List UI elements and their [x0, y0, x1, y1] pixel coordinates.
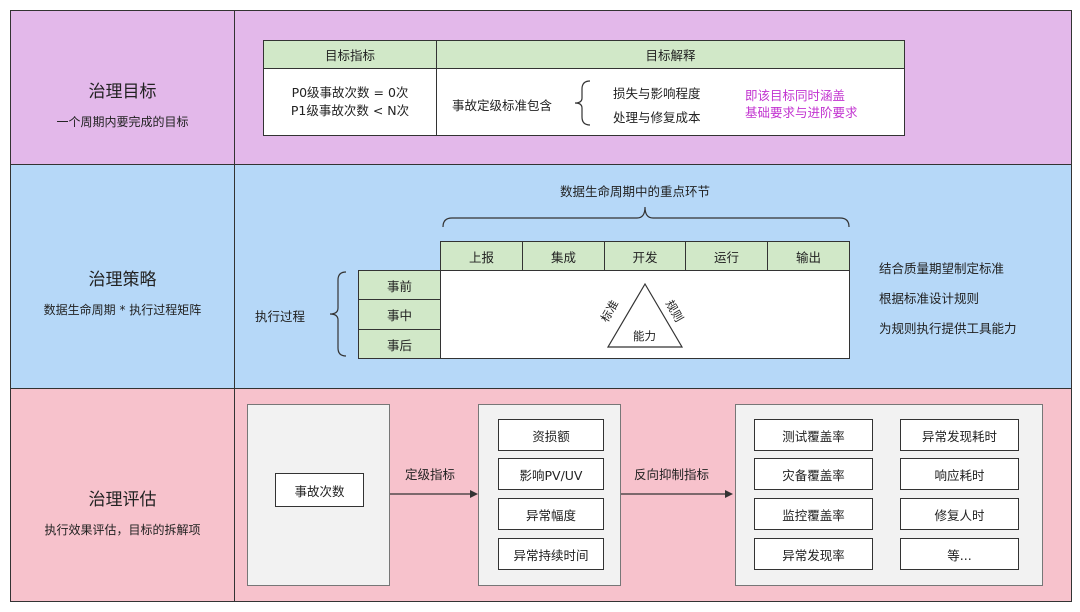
stage-run: 运行: [685, 241, 768, 271]
arrow2-label: 反向抑制指标: [634, 467, 710, 482]
stage-output: 输出: [767, 241, 850, 271]
grading-item-duration-text: 异常持续时间: [513, 547, 589, 563]
phase-after: 事后: [358, 329, 441, 359]
goal-table-metric-cell: P0级事故次数 = 0次 P1级事故次数 < N次: [263, 68, 437, 136]
metric-repair-manhours-text: 修复人时: [934, 507, 985, 523]
stage-integrate: 集成: [522, 241, 605, 271]
metric-response-time-text: 响应耗时: [934, 467, 985, 483]
accident-count-box: 事故次数: [275, 473, 364, 507]
triangle-capability: 能力: [633, 329, 656, 343]
grading-item-duration: 异常持续时间: [498, 538, 604, 570]
phase-during: 事中: [358, 299, 441, 330]
exec-process-label: 执行过程: [255, 309, 306, 324]
evaluation-subtitle: 执行效果评估，目标的拆解项: [44, 523, 201, 537]
goal-table-header-left: 目标指标: [263, 40, 437, 69]
metric-repair-manhours: 修复人时: [900, 498, 1019, 530]
evaluation-label-cell: [11, 389, 235, 601]
arrow2: [621, 490, 733, 498]
stage-run-text: 运行: [713, 249, 739, 265]
goal-includes-label: 事故定级标准包含: [452, 98, 553, 113]
goal-brace: [574, 80, 591, 126]
goal-metric-p0: P0级事故次数 = 0次: [291, 85, 409, 100]
standard-rule-capability-triangle: [606, 282, 684, 348]
phase-during-text: 事中: [386, 308, 412, 323]
grading-item-amplitude: 异常幅度: [498, 498, 604, 530]
arrow1: [390, 490, 478, 498]
stage-develop: 开发: [604, 241, 686, 271]
grading-item-pvuv-text: 影响PV/UV: [519, 467, 583, 483]
goal-table-header-right: 目标解释: [436, 40, 905, 69]
metric-backup-coverage-text: 灾备覆盖率: [782, 467, 845, 483]
lifecycle-label: 数据生命周期中的重点环节: [560, 184, 711, 199]
stage-output-text: 输出: [795, 249, 821, 265]
goal-table-header-left-text: 目标指标: [324, 48, 375, 63]
phase-before-text: 事前: [386, 278, 412, 294]
metric-detection-time: 异常发现耗时: [900, 419, 1019, 451]
evaluation-title: 治理评估: [88, 490, 157, 510]
metric-test-coverage-text: 测试覆盖率: [782, 428, 845, 444]
goal-title: 治理目标: [88, 82, 157, 102]
metric-backup-coverage: 灾备覆盖率: [754, 458, 873, 490]
goal-table-header-right-text: 目标解释: [645, 48, 696, 63]
strategy-title: 治理策略: [88, 270, 157, 290]
metric-test-coverage: 测试覆盖率: [754, 419, 873, 451]
strategy-note-2: 根据标准设计规则: [879, 291, 980, 306]
arrow1-label: 定级指标: [405, 467, 456, 482]
lifecycle-brace: [442, 206, 850, 228]
strategy-note-1: 结合质量期望制定标准: [879, 261, 1005, 276]
goal-note-line1: 即该目标同时涵盖: [745, 88, 846, 103]
strategy-note-3: 为规则执行提供工具能力: [879, 321, 1017, 336]
metric-monitor-coverage-text: 监控覆盖率: [782, 507, 845, 523]
goal-item-loss: 损失与影响程度: [613, 86, 701, 101]
strategy-subtitle: 数据生命周期 * 执行过程矩阵: [43, 303, 202, 317]
grading-item-amplitude-text: 异常幅度: [525, 507, 576, 523]
metric-etc-text: 等...: [947, 547, 972, 563]
exec-brace: [329, 271, 347, 357]
metric-monitor-coverage: 监控覆盖率: [754, 498, 873, 530]
stage-develop-text: 开发: [632, 249, 658, 265]
goal-subtitle: 一个周期内要完成的目标: [56, 115, 189, 129]
goal-table-explain-cell: [436, 68, 905, 136]
grading-item-loss-text: 资损额: [532, 428, 570, 444]
stage-report-text: 上报: [468, 249, 494, 265]
metric-detection-rate: 异常发现率: [754, 538, 873, 570]
phase-after-text: 事后: [386, 337, 412, 353]
metric-detection-time-text: 异常发现耗时: [921, 428, 997, 444]
grading-item-loss: 资损额: [498, 419, 604, 451]
metric-detection-rate-text: 异常发现率: [782, 547, 845, 563]
stage-integrate-text: 集成: [550, 249, 576, 265]
accident-count-text: 事故次数: [294, 483, 345, 499]
goal-note-line2: 基础要求与进阶要求: [745, 105, 858, 120]
strategy-label-cell: [11, 165, 235, 388]
goal-metric-p1: P1级事故次数 < N次: [290, 103, 410, 118]
phase-before: 事前: [358, 270, 441, 300]
goal-label-cell: [11, 11, 235, 164]
metric-response-time: 响应耗时: [900, 458, 1019, 490]
metric-etc: 等...: [900, 538, 1019, 570]
goal-item-cost: 处理与修复成本: [613, 110, 701, 125]
grading-item-pvuv: 影响PV/UV: [498, 458, 604, 490]
stage-report: 上报: [440, 241, 523, 271]
